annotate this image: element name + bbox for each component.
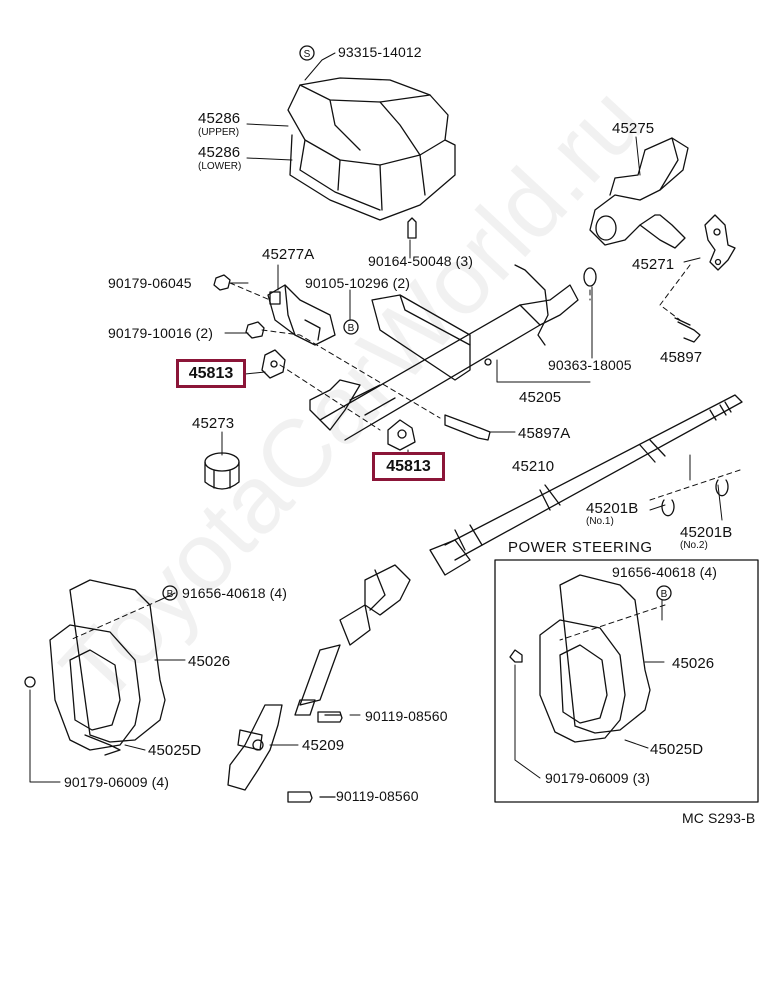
inset-title-power-steering: POWER STEERING bbox=[508, 539, 653, 556]
yoke-45209-part bbox=[227, 704, 283, 791]
clamp-45813-parts bbox=[261, 349, 416, 451]
label-inset-45026: 45026 bbox=[672, 655, 715, 672]
label-45271: 45271 bbox=[632, 256, 675, 273]
label-45201b-no2-sub: (No.2) bbox=[680, 540, 708, 551]
steering-column-tube-part bbox=[309, 264, 597, 441]
symbol-b-1: B bbox=[348, 323, 355, 334]
label-45201b-no2: 45201B bbox=[680, 524, 733, 541]
label-45209: 45209 bbox=[302, 737, 345, 754]
column-cover-part bbox=[287, 77, 456, 221]
label-90179-06045: 90179-06045 bbox=[108, 275, 192, 291]
dust-boot-plate-part bbox=[24, 579, 341, 798]
label-45286-lower: 45286 bbox=[198, 144, 241, 161]
label-45205: 45205 bbox=[519, 389, 562, 406]
label-45201b-no1-sub: (No.1) bbox=[586, 516, 614, 527]
bushing-45273-part bbox=[204, 452, 240, 490]
diagram-code: MC S293-B bbox=[682, 810, 756, 826]
label-45210: 45210 bbox=[512, 458, 555, 475]
symbol-b-3: B bbox=[661, 589, 668, 600]
main-shaft-45210-part bbox=[429, 394, 743, 576]
symbol-b-2: B bbox=[167, 589, 174, 600]
label-90164-50048: 90164-50048 (3) bbox=[368, 253, 474, 269]
label-90363-18005: 90363-18005 bbox=[548, 357, 632, 373]
inset-boot-plate-part bbox=[509, 574, 651, 743]
lock-housing-part bbox=[589, 137, 689, 249]
label-45025d: 45025D bbox=[148, 742, 202, 759]
label-45275: 45275 bbox=[612, 120, 655, 137]
leader-lines bbox=[29, 52, 723, 798]
bracket-45277a-part bbox=[267, 284, 336, 346]
label-45273: 45273 bbox=[192, 415, 235, 432]
label-45897: 45897 bbox=[660, 349, 703, 366]
label-45897a: 45897A bbox=[518, 425, 571, 442]
label-45813-highlight-2[interactable]: 45813 bbox=[372, 452, 445, 481]
label-45813-highlight-1[interactable]: 45813 bbox=[176, 359, 246, 388]
label-90119-08560-1: 90119-08560 bbox=[365, 708, 448, 724]
symbol-s: S bbox=[304, 49, 311, 60]
symbol-circles bbox=[162, 45, 672, 601]
label-inset-45025d: 45025D bbox=[650, 741, 704, 758]
universal-joint-part bbox=[294, 564, 411, 716]
label-45201b-no1: 45201B bbox=[586, 500, 639, 517]
dashed-assembly-lines bbox=[69, 264, 741, 641]
label-45026: 45026 bbox=[188, 653, 231, 670]
label-90105-10296: 90105-10296 (2) bbox=[305, 275, 411, 291]
snap-rings-45201b bbox=[661, 479, 729, 517]
bracket-45271-part bbox=[704, 214, 736, 271]
label-45286-lower-sub: (LOWER) bbox=[198, 161, 242, 172]
label-90179-10016: 90179-10016 (2) bbox=[108, 325, 214, 341]
bolts-90119 bbox=[287, 711, 343, 803]
label-90119-08560-2: 90119-08560 bbox=[336, 788, 419, 804]
label-93315-14012: 93315-14012 bbox=[338, 44, 422, 60]
label-45286-upper: 45286 bbox=[198, 110, 241, 127]
label-45277a: 45277A bbox=[262, 246, 315, 263]
label-90179-06009: 90179-06009 (4) bbox=[64, 774, 170, 790]
label-inset-90179-06009: 90179-06009 (3) bbox=[545, 770, 651, 786]
label-inset-91656-40618: 91656-40618 (4) bbox=[612, 564, 718, 580]
fasteners bbox=[213, 217, 701, 441]
label-45286-upper-sub: (UPPER) bbox=[198, 127, 240, 138]
power-steering-inset-frame bbox=[494, 559, 759, 803]
label-91656-40618: 91656-40618 (4) bbox=[182, 585, 288, 601]
